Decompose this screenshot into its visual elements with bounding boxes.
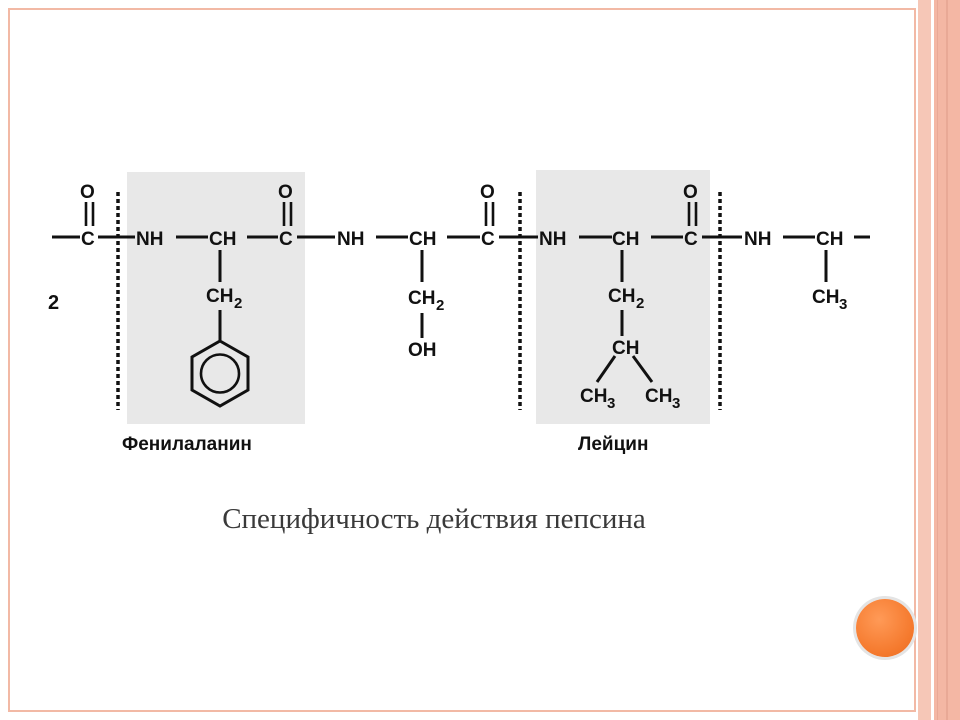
methine-group: CH [612,338,639,359]
alpha-carbon: CH [612,229,639,250]
residue-label-leucine: Лейцин [578,434,648,455]
methylene-group: CH [206,286,233,307]
methyl-group: CH [580,386,607,407]
alpha-carbon: CH [816,229,843,250]
carbonyl-oxygen: O [480,182,495,203]
decorative-stripe-gap [931,0,934,720]
methylene-group: CH [608,286,635,307]
alpha-carbon: CH [409,229,436,250]
fragment-label: 2 [48,292,59,314]
subscript-2: 2 [234,295,242,312]
slide-caption: Специфичность действия пепсина [222,503,646,535]
amide-nh: NH [337,229,364,250]
methyl-group: CH [645,386,672,407]
subscript-2: 2 [436,297,444,314]
decorative-stripe [918,0,931,720]
amide-nh: NH [539,229,566,250]
carbonyl-oxygen: O [80,182,95,203]
slide-frame [8,8,916,712]
decorative-stripe-wide [934,0,960,720]
peptide-diagram: 2 O O O O C C C C NH NH NH NH CH CH CH C… [48,170,870,455]
subscript-3: 3 [607,395,615,412]
alpha-carbon: CH [209,229,236,250]
methyl-group: CH [812,287,839,308]
phenylalanine-highlight [127,172,305,424]
hydroxyl-group: OH [408,340,437,361]
carbonyl-carbon: C [81,229,95,250]
residue-label-phenylalanine: Фенилаланин [122,434,252,455]
leucine-highlight [536,170,710,424]
subscript-3: 3 [672,395,680,412]
subscript-3: 3 [839,296,847,313]
orange-circle-icon [856,599,914,657]
subscript-2: 2 [636,295,644,312]
carbonyl-carbon: C [684,229,698,250]
methylene-group: CH [408,288,435,309]
amide-nh: NH [744,229,771,250]
carbonyl-carbon: C [481,229,495,250]
carbonyl-carbon: C [279,229,293,250]
amide-nh: NH [136,229,163,250]
carbonyl-oxygen: O [278,182,293,203]
carbonyl-oxygen: O [683,182,698,203]
